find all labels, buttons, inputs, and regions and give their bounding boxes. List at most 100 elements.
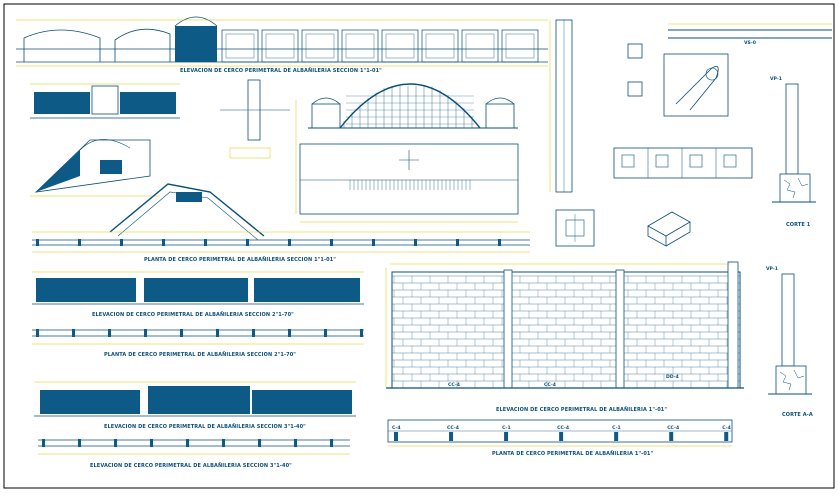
brick-wall-plan-title: PLANTA DE CERCO PERIMETRAL DE ALBAÑILERI…: [492, 450, 654, 457]
plan-column: [252, 329, 255, 337]
plan-column: [150, 439, 153, 447]
plan-mark-label: CC-4: [667, 425, 679, 431]
brick-wall-elevation: CC-4 CC-4 DD-4 ELEVACION DE CERCO PERIME…: [385, 261, 744, 413]
plan-column: [360, 329, 363, 337]
plan-column: [42, 439, 45, 447]
plan-mark-label: C-4: [392, 425, 401, 431]
fence-panel: [421, 29, 459, 63]
plan-mark-label: C-1: [612, 425, 621, 431]
plan-section-1: PLANTA DE CERCO PERIMETRAL DE ALBAÑILERI…: [32, 183, 530, 263]
brick-wall-elevation-title: ELEVACION DE CERCO PERIMETRAL DE ALBAÑIL…: [496, 406, 667, 413]
plan-column: [72, 329, 75, 337]
stirrup-details: [627, 43, 729, 117]
fence-panel-inner: [465, 33, 495, 59]
fence-panel-inner: [425, 33, 455, 59]
arch-gate-elevation: [295, 83, 519, 223]
fence-panel: [301, 29, 339, 63]
wall-section-vp-label: VP-1: [770, 76, 782, 82]
beam-vs-label: VS-0: [744, 40, 756, 46]
wall-mark-cc4-a: CC-4: [448, 382, 460, 388]
elevation-section-1-title: ELEVACION DE CERCO PERIMETRAL DE ALBAÑIL…: [180, 67, 382, 74]
wall-mark-cc4-b: CC-4: [544, 382, 556, 388]
beam-elevation-vs: VS-0: [668, 23, 832, 46]
plan-mark-label: C-4: [722, 425, 731, 431]
plan-column: [120, 239, 123, 246]
plan-column: [78, 239, 81, 246]
column-section-detail: [220, 79, 290, 159]
plan-section-2: PLANTA DE CERCO PERIMETRAL DE ALBAÑILERI…: [32, 329, 364, 358]
wall-mark-dd4: DD-4: [666, 374, 679, 380]
gate-elevation-detail: [30, 83, 180, 119]
plan-section-3: ELEVACION DE CERCO PERIMETRAL DE ALBAÑIL…: [38, 439, 350, 469]
plan-mark-column: [724, 432, 729, 441]
plan-column: [108, 329, 111, 337]
sheet-frame: [3, 3, 835, 489]
elevation-section-3-title: ELEVACION DE CERCO PERIMETRAL DE ALBAÑIL…: [104, 423, 306, 430]
vertical-column-elevation: [549, 19, 573, 193]
elevation-section-3: ELEVACION DE CERCO PERIMETRAL DE ALBAÑIL…: [34, 381, 356, 430]
plan-column: [144, 329, 147, 337]
plan-column: [114, 439, 117, 447]
wall-section-a: VP-1 CORTE A-A: [766, 266, 813, 418]
plan-column: [162, 239, 165, 246]
plan-column: [258, 439, 261, 447]
wall-section-a-title: CORTE A-A: [782, 412, 813, 418]
fence-panel-inner: [345, 33, 375, 59]
plan-column: [186, 439, 189, 447]
plan-mark-column: [614, 432, 619, 441]
wall-section-a-vp-label: VP-1: [766, 266, 778, 272]
wall-section-1: VP-1 CORTE 1: [770, 76, 816, 228]
fence-panel: [461, 29, 499, 63]
plan-mark-label: C-1: [502, 425, 511, 431]
fence-panel-inner: [385, 33, 415, 59]
fence-panel: [501, 29, 539, 63]
fence-panel: [341, 29, 379, 63]
elevation-section-1: ELEVACION DE CERCO PERIMETRAL DE ALBAÑIL…: [16, 16, 548, 74]
plan-column: [330, 439, 333, 447]
plan-column: [414, 239, 417, 246]
fence-panel: [381, 29, 419, 63]
plan-column: [36, 239, 39, 246]
plan-section-3-title: ELEVACION DE CERCO PERIMETRAL DE ALBAÑIL…: [90, 462, 292, 469]
plan-mark-column: [394, 432, 398, 441]
plan-column: [330, 239, 333, 246]
fence-panel-inner: [305, 33, 335, 59]
footing-detail: [555, 209, 595, 247]
plan-column: [180, 329, 183, 337]
plan-column: [294, 439, 297, 447]
plan-mark-column: [504, 432, 509, 441]
plan-column: [78, 439, 81, 447]
plan-mark-label: CC-4: [557, 425, 569, 431]
plan-column: [456, 239, 459, 246]
fence-panel: [261, 29, 299, 63]
plan-mark-column: [669, 432, 674, 441]
plan-column: [498, 239, 501, 246]
fence-panel-inner: [265, 33, 295, 59]
plan-column: [216, 329, 219, 337]
plan-mark-label: CC-4: [447, 425, 459, 431]
elevation-section-2: ELEVACION DE CERCO PERIMETRAL DE ALBAÑIL…: [32, 271, 364, 318]
ramp-detail: [30, 139, 160, 197]
wall-section-1-title: CORTE 1: [786, 222, 811, 228]
plan-column: [324, 329, 327, 337]
plan-column: [246, 239, 249, 246]
plan-mark-column: [449, 432, 454, 441]
plan-section-2-title: PLANTA DE CERCO PERIMETRAL DE ALBAÑILERI…: [104, 351, 296, 358]
plan-column: [36, 329, 39, 337]
plan-column: [288, 239, 291, 246]
fence-panel-inner: [505, 33, 535, 59]
brick-isometric-detail: [647, 211, 691, 247]
fence-panel: [221, 29, 259, 63]
plan-column: [222, 439, 225, 447]
plan-section-1-title: PLANTA DE CERCO PERIMETRAL DE ALBAÑILERI…: [144, 256, 336, 263]
brick-wall-plan: C-4 CC-4 C-1 CC-4 C-1 CC-4 C-4 PLANTA DE CERCO…: [387, 419, 733, 457]
plan-column: [372, 239, 375, 246]
plan-column: [204, 239, 207, 246]
plan-column: [288, 329, 291, 337]
fence-panel-inner: [225, 33, 255, 59]
elevation-section-2-title: ELEVACION DE CERCO PERIMETRAL DE ALBAÑIL…: [92, 311, 294, 318]
plan-mark-column: [559, 432, 564, 441]
column-section-table: [613, 147, 753, 179]
